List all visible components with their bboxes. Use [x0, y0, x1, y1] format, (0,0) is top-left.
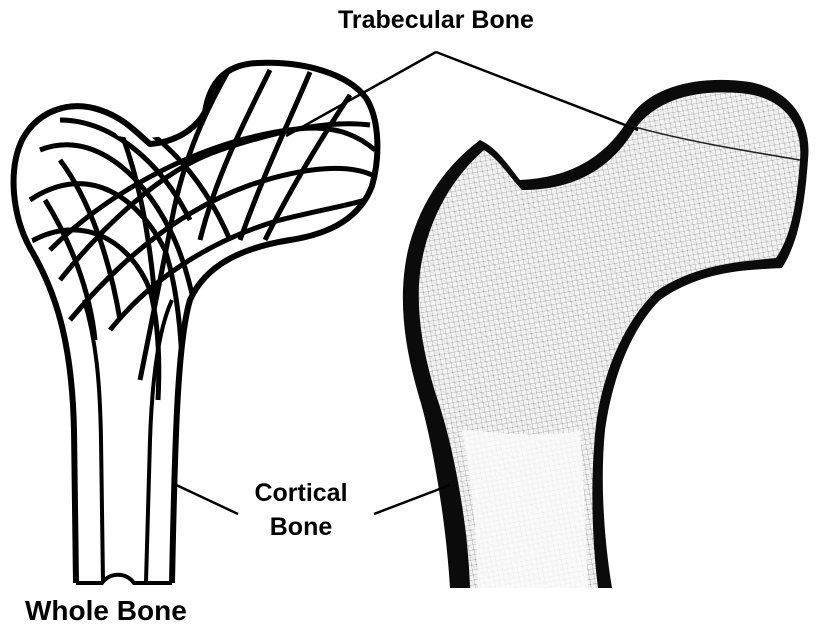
cortical-bone-label: Cortical Bone: [238, 476, 364, 544]
trabecular-bone-label: Trabecular Bone: [338, 6, 534, 35]
cortical-leader-right: [374, 485, 450, 514]
schematic-cut: [76, 575, 172, 583]
photo-femur: [400, 80, 820, 631]
trabecular-leader-right: [436, 52, 638, 130]
cortical-leader-left: [172, 483, 238, 514]
cortical-label-line2: Bone: [238, 510, 364, 544]
cortical-label-line1: Cortical: [238, 476, 364, 510]
schematic-medullary-left: [84, 300, 103, 582]
whole-bone-label: Whole Bone: [25, 595, 187, 627]
photo-medullary-cavity: [462, 430, 588, 588]
